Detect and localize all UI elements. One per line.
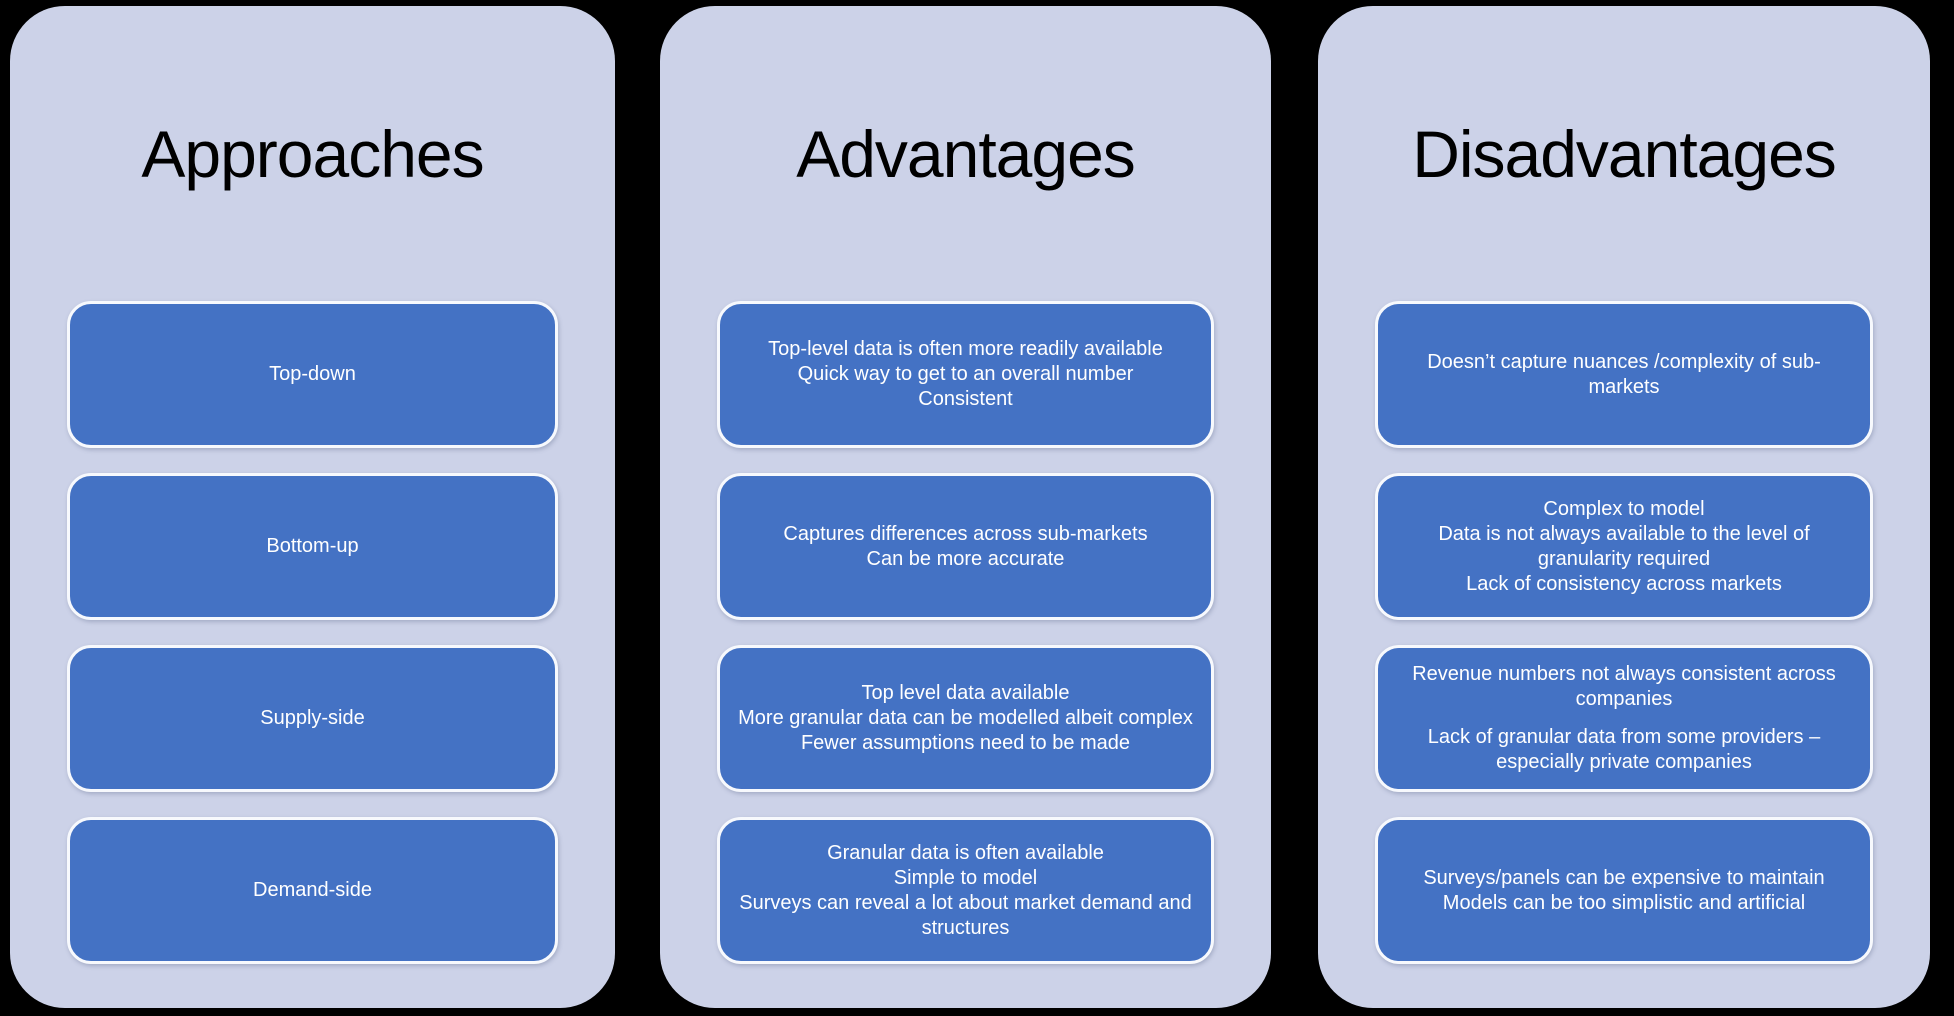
advantages-box-supply-side: Top level data available More granular d…: [717, 645, 1214, 792]
box-text: More granular data can be modelled albei…: [738, 707, 1193, 729]
box-text: Surveys/panels can be expensive to maint…: [1423, 866, 1825, 889]
box-text: Granular data is often available: [827, 841, 1104, 864]
box-text: Top level data available: [861, 682, 1070, 704]
box-text: Top-level data is often more readily ava…: [768, 338, 1163, 360]
box-top-down: Top-down: [67, 301, 558, 448]
box-text: Can be more accurate: [866, 547, 1065, 570]
box-text: Quick way to get to an overall number: [797, 363, 1134, 385]
advantages-box-top-down: Top-level data is often more readily ava…: [717, 301, 1214, 448]
box-text: Revenue numbers not always consistent ac…: [1412, 663, 1836, 710]
advantages-column: Advantages Top-level data is often more …: [660, 6, 1271, 1008]
box-text: Consistent: [918, 388, 1013, 410]
box-text: Lack of granular data from some provider…: [1427, 726, 1821, 773]
box-text: Models can be too simplistic and artific…: [1442, 891, 1806, 914]
box-text: Fewer assumptions need to be made: [800, 732, 1131, 754]
box-supply-side: Supply-side: [67, 645, 558, 792]
box-text: Top-down: [269, 363, 356, 385]
box-text: Doesn’t capture nuances /complexity of s…: [1427, 350, 1821, 398]
box-text: Complex to model: [1543, 497, 1705, 520]
advantages-box-bottom-up: Captures differences across sub-markets …: [717, 473, 1214, 620]
disadvantages-column: Disadvantages Doesn’t capture nuances /c…: [1318, 6, 1930, 1008]
box-text: Supply-side: [260, 707, 365, 729]
box-text: Lack of consistency across markets: [1466, 572, 1782, 595]
advantages-box-list: Top-level data is often more readily ava…: [660, 301, 1271, 1008]
disadvantages-box-list: Doesn’t capture nuances /complexity of s…: [1318, 301, 1930, 1008]
box-text: Surveys can reveal a lot about market de…: [739, 891, 1192, 939]
box-text: Bottom-up: [266, 535, 359, 557]
box-demand-side: Demand-side: [67, 817, 558, 964]
approaches-header: Approaches: [141, 116, 484, 191]
disadvantages-header: Disadvantages: [1412, 116, 1837, 191]
advantages-box-demand-side: Granular data is often available Simple …: [717, 817, 1214, 964]
box-text: Demand-side: [253, 879, 372, 901]
box-bottom-up: Bottom-up: [67, 473, 558, 620]
disadvantages-box-top-down: Doesn’t capture nuances /complexity of s…: [1375, 301, 1873, 448]
box-text: Simple to model: [893, 866, 1038, 889]
box-text: Captures differences across sub-markets: [783, 522, 1148, 545]
advantages-header: Advantages: [796, 116, 1136, 191]
approaches-box-list: Top-down Bottom-up Supply-side Demand-si…: [10, 301, 615, 1008]
disadvantages-box-demand-side: Surveys/panels can be expensive to maint…: [1375, 817, 1873, 964]
approaches-column: Approaches Top-down Bottom-up Supply-sid…: [10, 6, 615, 1008]
disadvantages-box-bottom-up: Complex to model Data is not always avai…: [1375, 473, 1873, 620]
disadvantages-box-supply-side: Revenue numbers not always consistent ac…: [1375, 645, 1873, 792]
box-text: Data is not always available to the leve…: [1438, 522, 1810, 570]
